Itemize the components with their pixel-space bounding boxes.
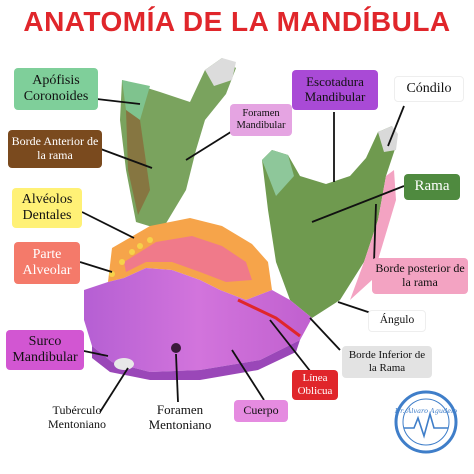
label-alveolos-dentales: Alvéolos Dentales bbox=[12, 188, 82, 228]
page-title: ANATOMÍA DE LA MANDÍBULA bbox=[23, 6, 451, 37]
label-angulo: Ángulo bbox=[368, 310, 426, 332]
oblique-ridge bbox=[237, 298, 301, 338]
teeth-sockets bbox=[109, 237, 153, 277]
right-ramus bbox=[262, 126, 396, 318]
label-borde-anterior: Borde Anterior de la rama bbox=[8, 130, 102, 168]
signature-logo: Dr. Álvaro Agudelo bbox=[394, 390, 458, 454]
label-condilo: Cóndilo bbox=[394, 76, 464, 102]
label-cuerpo: Cuerpo bbox=[234, 400, 288, 422]
label-linea-oblicua: Línea Oblicua bbox=[292, 370, 338, 400]
mandible-body bbox=[84, 268, 312, 372]
right-posterior-border bbox=[350, 170, 396, 300]
signature-text: Dr. Álvaro Agudelo bbox=[394, 406, 457, 415]
label-tuberculo-mentoniano: Tubérculo Mentoniano bbox=[48, 403, 106, 431]
right-coronoid bbox=[262, 150, 294, 196]
label-foramen-mentoniano: Foramen Mentoniano bbox=[148, 402, 212, 432]
mental-tubercle bbox=[114, 358, 134, 370]
label-foramen-mandibular: Foramen Mandibular bbox=[230, 104, 292, 136]
left-coronoid bbox=[122, 80, 150, 120]
label-apofisis-coronoides: Apófisis Coronoides bbox=[14, 68, 98, 110]
label-borde-inferior: Borde Inferior de la Rama bbox=[342, 346, 432, 378]
left-condyle bbox=[205, 58, 236, 86]
mandible-inferior-edge bbox=[92, 340, 300, 380]
label-rama: Rama bbox=[404, 174, 460, 200]
alveolar-inner bbox=[124, 236, 252, 282]
label-escotadura-mandibular: Escotadura Mandibular bbox=[292, 70, 378, 110]
label-parte-alveolar: Parte Alveolar bbox=[14, 242, 80, 284]
label-borde-posterior: Borde posterior de la rama bbox=[372, 258, 468, 294]
mental-foramen bbox=[171, 343, 181, 353]
label-surco-mandibular: Surco Mandibular bbox=[6, 330, 84, 370]
